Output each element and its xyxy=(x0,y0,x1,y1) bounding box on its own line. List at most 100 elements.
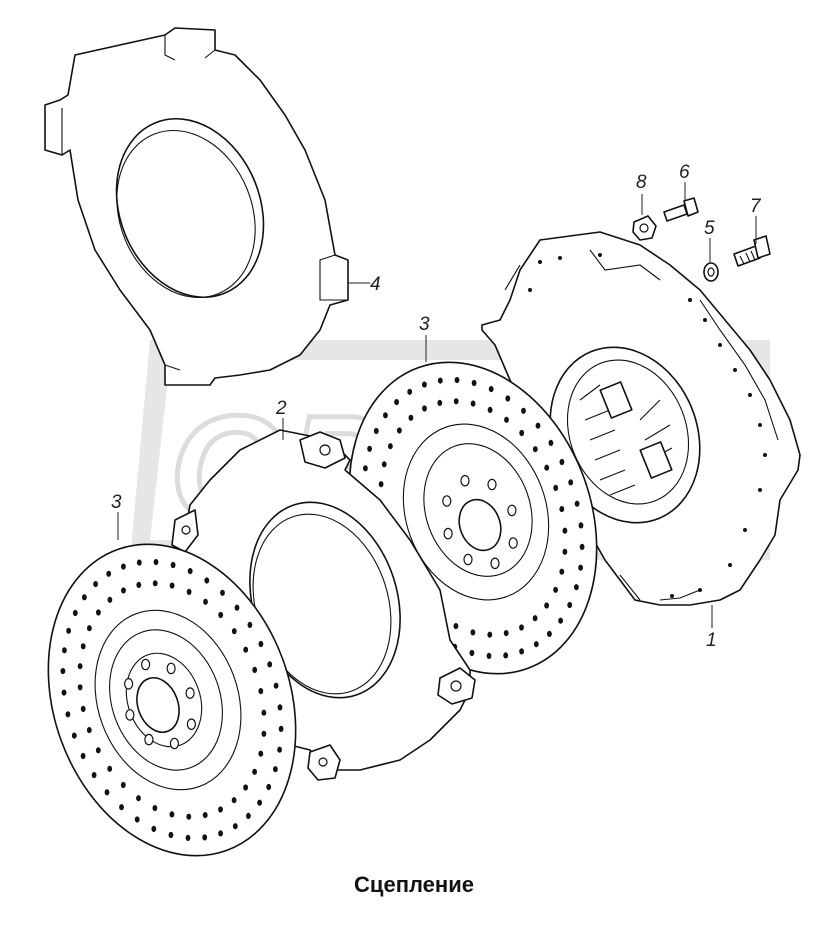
friction-hole xyxy=(218,611,224,619)
friction-hole xyxy=(503,652,509,659)
friction-hole xyxy=(363,465,368,472)
friction-hole xyxy=(106,570,112,577)
friction-hole xyxy=(454,377,460,384)
friction-hole xyxy=(532,446,538,453)
friction-hole xyxy=(383,412,388,419)
friction-hole xyxy=(487,631,493,638)
friction-hole xyxy=(553,484,559,491)
friction-hole xyxy=(203,598,208,605)
callout-2: 2 xyxy=(275,398,287,419)
friction-hole xyxy=(378,481,384,488)
friction-hole xyxy=(519,429,525,437)
friction-hole xyxy=(273,766,278,773)
friction-hole xyxy=(234,604,240,611)
friction-hole xyxy=(487,406,493,413)
friction-hole xyxy=(258,688,264,695)
friction-hole xyxy=(278,725,284,733)
friction-hole xyxy=(252,768,257,775)
friction-hole xyxy=(252,666,258,674)
friction-hole xyxy=(186,813,192,820)
callout-7: 7 xyxy=(750,196,762,217)
friction-hole xyxy=(579,543,585,551)
friction-hole xyxy=(65,711,71,718)
friction-hole xyxy=(151,825,157,833)
friction-hole xyxy=(532,615,538,622)
friction-hole xyxy=(66,627,71,634)
friction-hole xyxy=(562,527,568,534)
friction-hole xyxy=(381,461,387,468)
friction-hole xyxy=(77,663,83,670)
rear-hub-holes xyxy=(442,474,518,570)
friction-hole xyxy=(367,445,372,452)
friction-hole xyxy=(547,630,552,638)
friction-hole xyxy=(218,830,224,837)
friction-hole xyxy=(373,427,379,435)
friction-hole xyxy=(120,781,126,789)
friction-hole xyxy=(218,806,223,813)
friction-hole xyxy=(504,416,509,423)
friction-hole xyxy=(548,439,554,446)
friction-hole xyxy=(267,661,273,668)
friction-hole xyxy=(86,727,92,734)
friction-hole xyxy=(277,746,282,753)
hub-hole xyxy=(443,527,453,540)
friction-hole xyxy=(231,797,237,804)
friction-hole xyxy=(186,588,192,596)
friction-hole xyxy=(246,812,251,820)
friction-hole xyxy=(185,834,191,842)
friction-hole xyxy=(266,783,272,791)
hub-hole xyxy=(186,718,196,730)
friction-hole xyxy=(533,641,539,648)
friction-hole xyxy=(93,581,98,588)
friction-hole xyxy=(437,377,443,384)
friction-hole xyxy=(202,834,208,841)
friction-hole xyxy=(71,732,77,739)
friction-hole xyxy=(388,443,393,450)
friction-hole xyxy=(257,799,262,806)
friction-hole xyxy=(578,564,583,571)
drive-lug-top xyxy=(299,431,346,469)
callout-5: 5 xyxy=(704,218,715,239)
lock-plate-8 xyxy=(632,215,657,241)
callout-4: 4 xyxy=(370,274,381,295)
friction-hole xyxy=(91,772,97,779)
friction-hole xyxy=(471,379,477,387)
hub-hole xyxy=(124,677,134,690)
bolt-6 xyxy=(663,197,699,222)
friction-hole xyxy=(562,548,568,555)
friction-hole xyxy=(247,621,253,629)
drive-lug-left xyxy=(171,509,199,553)
callout-1: 1 xyxy=(706,630,717,651)
bolt-7 xyxy=(733,235,771,267)
cover-rim-dots xyxy=(528,253,767,598)
friction-hole xyxy=(470,629,476,636)
friction-hole xyxy=(82,594,87,601)
friction-hole xyxy=(273,682,279,689)
friction-hole xyxy=(72,609,78,617)
friction-hole xyxy=(567,601,573,609)
hub-hole xyxy=(141,658,151,671)
front-hub-holes xyxy=(124,658,196,750)
friction-hole xyxy=(80,643,86,650)
friction-hole xyxy=(261,730,267,737)
friction-hole xyxy=(152,580,158,587)
hub-hole xyxy=(463,553,473,566)
friction-hole xyxy=(568,479,574,486)
friction-hole xyxy=(503,630,509,637)
friction-hole xyxy=(136,795,141,802)
friction-hole xyxy=(261,709,267,716)
friction-hole xyxy=(121,587,126,594)
callout-8: 8 xyxy=(636,172,647,193)
callout-6: 6 xyxy=(679,162,690,183)
friction-hole xyxy=(60,668,66,675)
friction-hole xyxy=(243,784,249,791)
hub-hole xyxy=(508,537,518,549)
friction-hole xyxy=(136,559,142,566)
friction-hole xyxy=(119,804,124,811)
friction-hole xyxy=(170,561,176,569)
front-disc-friction-holes xyxy=(60,559,284,842)
hub-hole xyxy=(169,737,179,750)
friction-hole xyxy=(95,747,101,754)
friction-hole xyxy=(519,648,524,655)
friction-hole xyxy=(559,506,565,513)
